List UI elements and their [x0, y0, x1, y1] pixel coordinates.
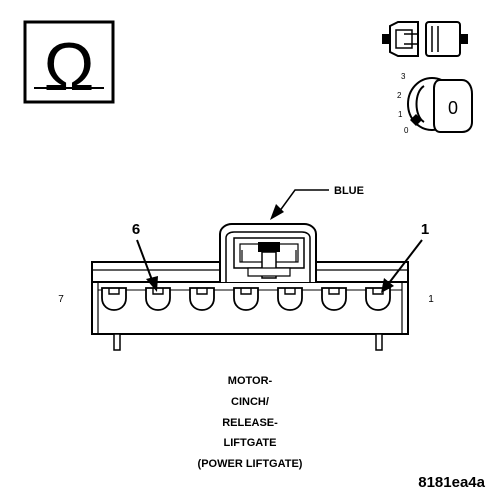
caption-line-3: RELEASE- — [222, 417, 278, 429]
component-caption: MOTOR- CINCH/ RELEASE- LIFTGATE (POWER L… — [198, 375, 303, 470]
wire-color-arrowhead — [270, 204, 284, 220]
pin-callout-6-arrowhead — [146, 276, 158, 292]
ignition-position-1: 1 — [398, 110, 403, 119]
ohmmeter-symbol: Ω — [23, 20, 115, 105]
terminal-cavity-6 — [145, 287, 171, 311]
terminal-cavities — [101, 287, 391, 311]
ignition-key-position: 0 — [448, 98, 458, 118]
terminal-cavity-5 — [189, 287, 215, 311]
figure-id: 8181ea4a — [418, 474, 485, 491]
wire-color-label: BLUE — [334, 185, 364, 197]
ohm-symbol-frame — [23, 20, 115, 104]
end-label-left: 7 — [58, 294, 64, 305]
ignition-position-0: 0 — [404, 126, 409, 135]
caption-line-1: MOTOR- — [228, 375, 273, 387]
terminal-cavity-3 — [277, 287, 303, 311]
terminal-cavity-1 — [365, 287, 391, 311]
caption-line-5: (POWER LIFTGATE) — [198, 458, 303, 470]
pin-callout-1: 1 — [381, 221, 429, 293]
pin-callout-6: 6 — [132, 221, 158, 292]
ignition-key-icon: 3 2 1 0 0 — [397, 72, 473, 135]
caption-line-4: LIFTGATE — [224, 437, 277, 449]
ohm-icon: Ω — [44, 29, 95, 105]
end-label-right: 1 — [428, 294, 434, 305]
caption-line-2: CINCH/ — [231, 396, 269, 408]
terminal-cavity-2 — [321, 287, 347, 311]
terminal-cavity-4 — [233, 287, 259, 311]
ignition-position-3: 3 — [401, 72, 406, 81]
terminal-cavity-7 — [101, 287, 127, 311]
disconnect-connector-icon — [382, 21, 468, 57]
pin-callout-1-arrowhead — [381, 278, 394, 293]
pin-callout-1-label: 1 — [421, 221, 429, 238]
ignition-position-2: 2 — [397, 91, 402, 100]
connector-body — [91, 223, 409, 351]
pin-callout-6-label: 6 — [132, 221, 140, 238]
wire-color-callout: BLUE — [270, 185, 364, 220]
